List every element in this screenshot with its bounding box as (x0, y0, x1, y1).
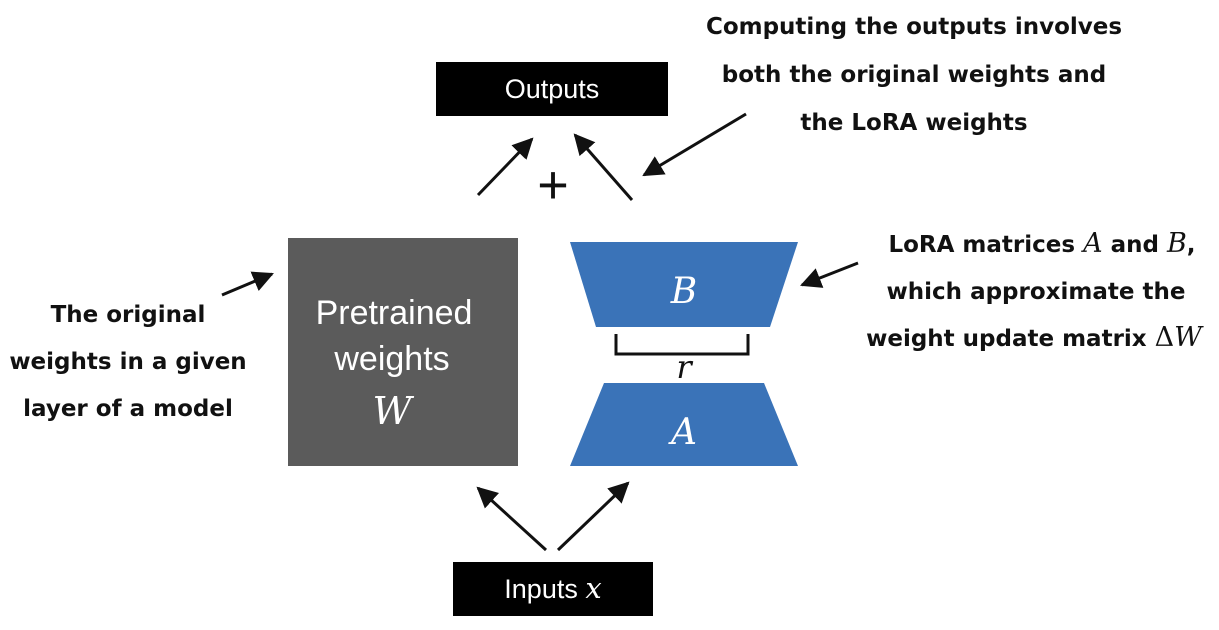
annotation-lora: LoRA matrices A and B, which approximate… (866, 228, 1204, 353)
annotation-lora-var-w: W (1174, 322, 1204, 353)
arrow-inputs-to-pretrained (476, 486, 548, 552)
annotation-original: The original weights in a given layer of… (9, 302, 246, 422)
pretrained-line2: weights (333, 340, 449, 378)
inputs-box: Inputs x (453, 562, 653, 616)
annotation-lora-line1: LoRA matrices A and B, (888, 228, 1195, 259)
arrow-to-outputs-left (476, 137, 534, 197)
annotation-outputs-line2: both the original weights and (722, 62, 1106, 88)
annotation-lora-line2: which approximate the (887, 279, 1186, 305)
pretrained-weights-box: Pretrained weights W (288, 238, 518, 466)
annotation-lora-delta: Δ (1155, 322, 1175, 353)
annotation-original-line3: layer of a model (23, 396, 233, 422)
annotation-lora-text-line3: weight update matrix (866, 326, 1155, 352)
annotation-lora-text-a: LoRA matrices (888, 232, 1083, 258)
lora-a-matrix: A (570, 383, 798, 466)
pretrained-line1: Pretrained (316, 294, 473, 332)
annotation-outputs-line1: Computing the outputs involves (706, 14, 1122, 40)
annotation-outputs-line3: the LoRA weights (800, 110, 1027, 136)
arrow-annotation-lora (800, 261, 859, 288)
annotation-lora-text-c: , (1187, 232, 1196, 258)
arrow-to-outputs-right (573, 133, 634, 201)
outputs-box: Outputs (436, 62, 668, 116)
annotation-outputs: Computing the outputs involves both the … (706, 14, 1122, 136)
inputs-label-text: Inputs (504, 574, 585, 604)
annotation-lora-line3: weight update matrix ΔW (866, 322, 1204, 353)
lora-b-matrix: B (570, 242, 798, 327)
outputs-label: Outputs (505, 74, 600, 104)
lora-a-label: A (668, 412, 697, 453)
annotation-original-line2: weights in a given (9, 349, 246, 375)
inputs-var-x: x (585, 571, 601, 605)
annotation-lora-var-a: A (1080, 228, 1103, 259)
pretrained-var-w: W (372, 389, 414, 433)
plus-sign: + (537, 155, 569, 215)
arrow-annotation-outputs (642, 112, 747, 177)
inputs-label: Inputs x (504, 571, 601, 605)
arrow-annotation-original (221, 271, 274, 297)
arrow-inputs-to-lora (556, 481, 630, 552)
rank-label: r (676, 348, 693, 386)
annotation-original-line1: The original (51, 302, 206, 328)
annotation-lora-text-b: and (1103, 232, 1167, 258)
rank-bracket: r (614, 334, 750, 386)
lora-b-label: B (670, 271, 697, 312)
annotation-lora-var-b: B (1166, 228, 1187, 259)
